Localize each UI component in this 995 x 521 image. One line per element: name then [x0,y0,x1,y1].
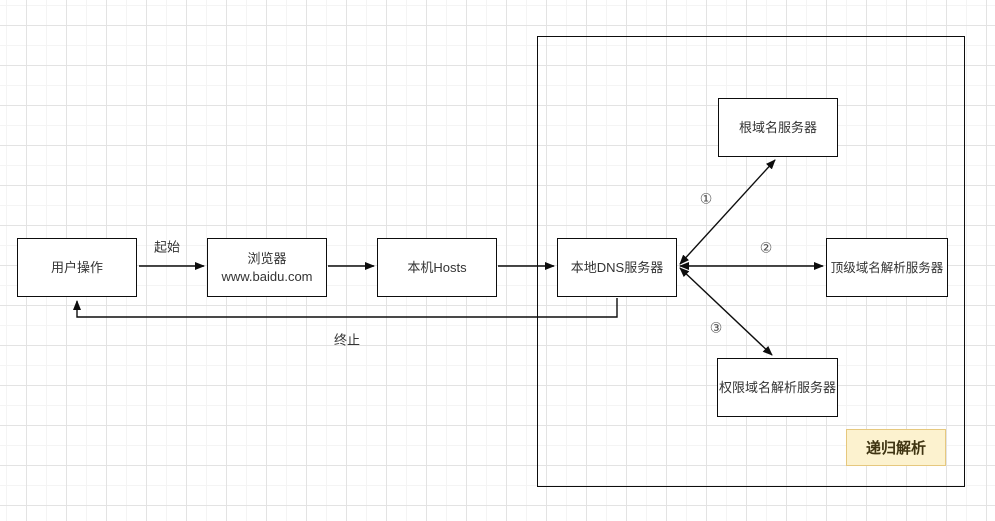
edge-label-step-3: ③ [709,319,723,336]
node-sublabel-url: www.baidu.com [221,268,313,284]
node-local-hosts: 本机Hosts [377,238,497,297]
node-label: 浏览器 [247,250,287,266]
recursive-resolution-group-frame [537,36,965,487]
edge-label-step-1: ① [699,190,713,207]
edge-label-step-2: ② [759,239,773,256]
node-local-dns-server: 本地DNS服务器 [557,238,677,297]
node-label: 本机Hosts [407,259,467,275]
edge-label-end: 终止 [333,332,361,348]
node-user-operation: 用户操作 [17,238,137,297]
edge-label-start: 起始 [153,239,181,255]
note-recursive-resolution: 递归解析 [846,429,946,466]
node-label: 顶级域名解析服务器 [830,260,944,275]
node-label: 用户操作 [50,259,103,275]
node-label: 权限域名解析服务器 [718,379,836,395]
node-browser: 浏览器 www.baidu.com [207,238,327,297]
node-label: 根域名服务器 [738,119,817,135]
arrow-return-localdns-to-user [73,298,618,318]
note-label: 递归解析 [865,440,926,457]
node-root-dns-server: 根域名服务器 [718,98,838,157]
node-authoritative-dns-server: 权限域名解析服务器 [717,358,838,417]
node-tld-dns-server: 顶级域名解析服务器 [826,238,948,297]
arrow-localdns-auth-bidirectional [679,267,773,356]
arrow-localdns-root-bidirectional [679,159,776,265]
node-label: 本地DNS服务器 [570,259,664,275]
